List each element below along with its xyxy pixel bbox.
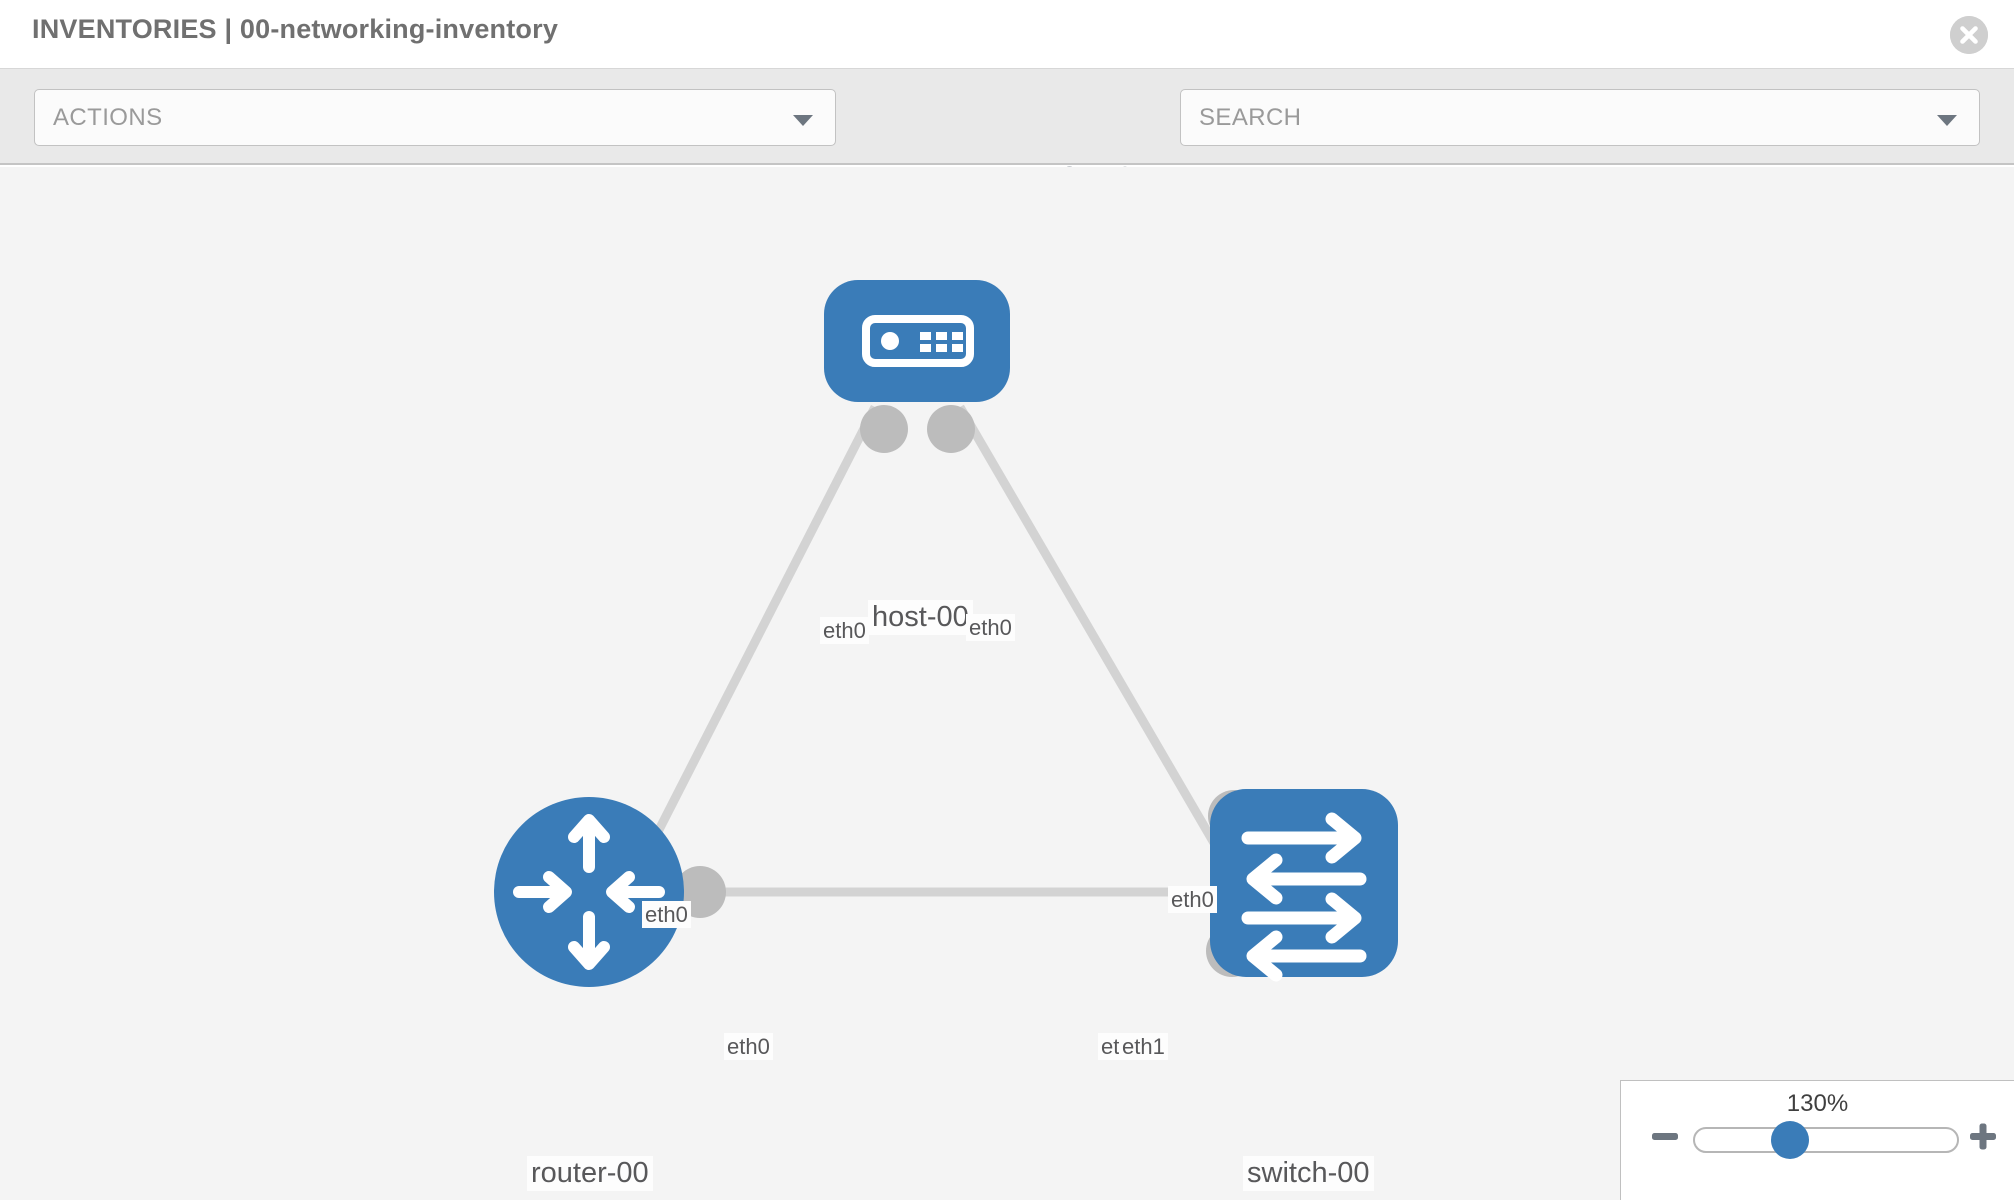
switch-arrows-icon [1241, 812, 1367, 982]
edge-label-host-right-eth: eth0 [966, 614, 1015, 642]
edge-label-switch-up-eth: eth0 [1168, 886, 1217, 914]
edge-label-router-right-eth: eth0 [724, 1033, 773, 1061]
node-switch-00[interactable] [1210, 789, 1398, 982]
close-circle-icon [1950, 16, 1988, 54]
edge-label-switch-left-eth1: eth1 [1119, 1033, 1168, 1061]
zoom-slider-track[interactable] [1693, 1127, 1959, 1153]
actions-dropdown[interactable]: ACTIONS [34, 89, 836, 146]
page-header: INVENTORIES | 00-networking-inventory [0, 0, 2014, 69]
port-host-right[interactable] [927, 405, 975, 453]
toolbar: ACTIONS SEARCH [0, 69, 2014, 200]
search-placeholder: SEARCH [1199, 104, 1302, 131]
node-label-host-00: host-00 [868, 600, 973, 636]
node-label-switch-00: switch-00 [1243, 1156, 1374, 1192]
zoom-in-button[interactable] [1966, 1119, 2000, 1153]
node-label-router-00: router-00 [527, 1156, 653, 1192]
page-title: INVENTORIES | 00-networking-inventory [32, 14, 559, 44]
zoom-out-button[interactable] [1648, 1119, 1682, 1153]
minus-icon [1652, 1133, 1678, 1140]
search-input[interactable]: SEARCH [1180, 89, 1980, 146]
chevron-down-icon [793, 115, 813, 126]
router-arrows-icon [513, 814, 665, 970]
zoom-control-panel: 130% [1620, 1080, 2014, 1200]
edge-host-router[interactable] [635, 404, 880, 870]
edge-label-router-up-eth: eth0 [642, 901, 691, 929]
topology-graph [494, 280, 1398, 987]
edge-label-host-left-eth: eth0 [820, 617, 869, 645]
server-device-icon [862, 315, 974, 367]
node-host-00[interactable] [824, 280, 1010, 402]
port-host-left[interactable] [860, 405, 908, 453]
actions-dropdown-label: ACTIONS [53, 104, 163, 131]
topology-canvas[interactable]: eth0 host-00 eth0 eth0 eth0 eth0 eth0 et… [0, 167, 2014, 1200]
chevron-down-icon[interactable] [1937, 115, 1957, 126]
edge-host-switch[interactable] [956, 404, 1232, 870]
zoom-percent-label: 130% [1786, 1090, 1849, 1117]
zoom-slider-thumb[interactable] [1771, 1121, 1809, 1159]
node-router-00[interactable] [494, 797, 684, 987]
close-button[interactable] [1950, 16, 1988, 54]
plus-icon [1970, 1123, 1996, 1150]
